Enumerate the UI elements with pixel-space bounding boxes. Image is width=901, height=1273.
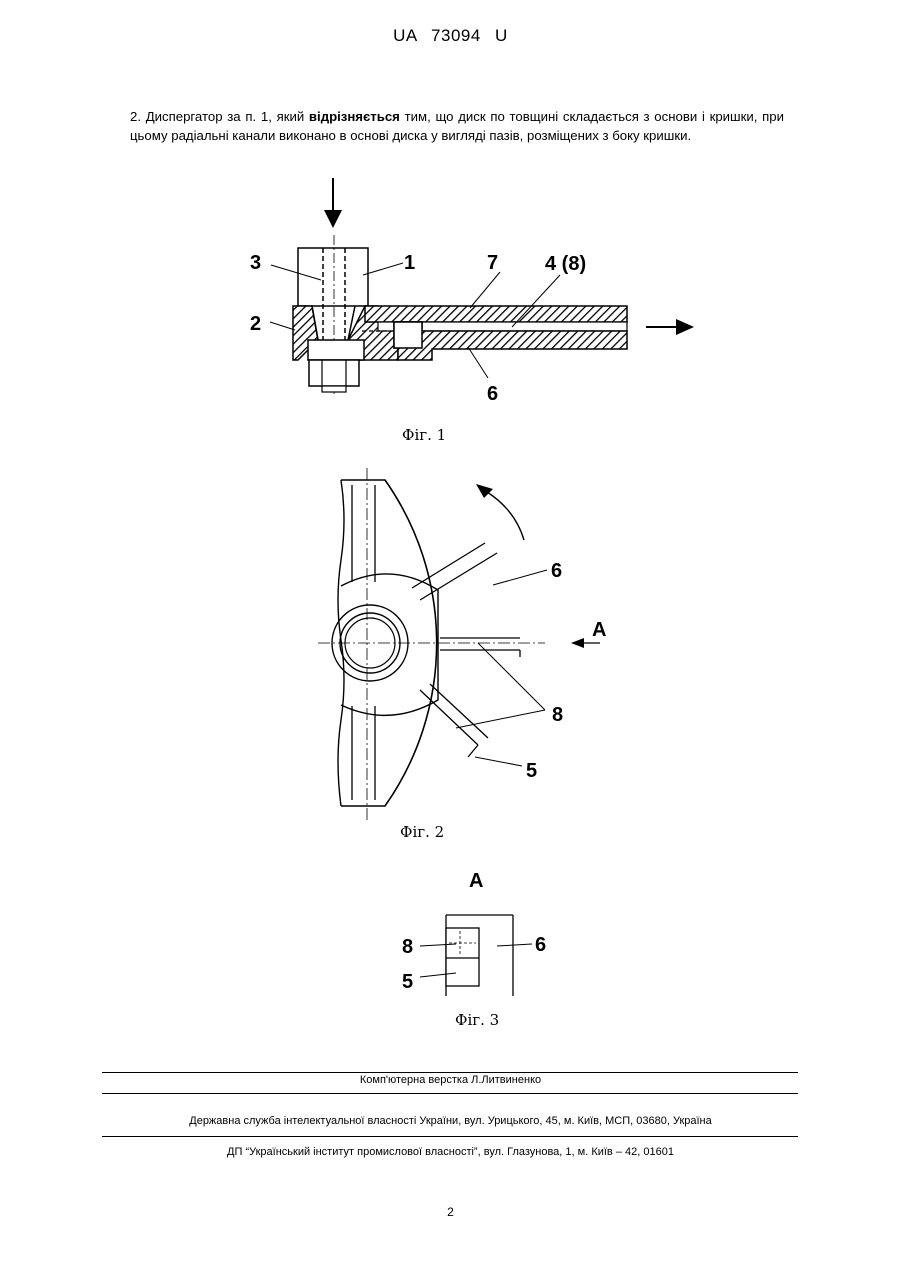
fig3-label-5: 5 [402,971,413,993]
fig1-label-4-8: 4 (8) [545,253,586,275]
footer-institute: ДП “Український інститут промислової вла… [0,1146,901,1158]
fig1-label-1: 1 [404,252,415,274]
fig2-label-A: A [592,619,606,641]
view-a-arrow-icon [571,638,584,648]
fig2-label-8: 8 [552,704,563,726]
footer-typesetting: Комп'ютерна верстка Л.Литвиненко [0,1074,901,1086]
fig3-caption: Фіг. 3 [455,1011,499,1029]
fig1-caption: Фіг. 1 [402,426,446,444]
inflow-arrow-icon [324,210,342,228]
fig1-label-6: 6 [487,383,498,405]
footer-rule-middle [102,1093,798,1094]
fig2-label-5: 5 [526,760,537,782]
fig2-caption: Фіг. 2 [400,823,444,841]
fig1-label-7: 7 [487,252,498,274]
rotation-arrow-icon [476,484,493,498]
fig1-label-2: 2 [250,313,261,335]
fig3-label-8: 8 [402,936,413,958]
figure-1: 3 1 7 4 (8) 2 6 Фіг. 1 [250,178,694,444]
footer-agency: Державна служба інтелектуальної власност… [0,1115,901,1127]
fig3-title-A: A [469,870,483,892]
fig1-label-3: 3 [250,252,261,274]
fig2-label-6: 6 [551,560,562,582]
footer-rule-bottom [102,1136,798,1137]
outflow-arrow-icon [676,319,694,335]
page-number: 2 [0,1205,901,1219]
figure-3: A 8 6 5 Фіг. 3 [402,870,546,1029]
footer-rule-top [102,1072,798,1073]
figure-2: 6 A 8 5 Фіг. 2 [318,468,606,841]
fig3-label-6: 6 [535,934,546,956]
